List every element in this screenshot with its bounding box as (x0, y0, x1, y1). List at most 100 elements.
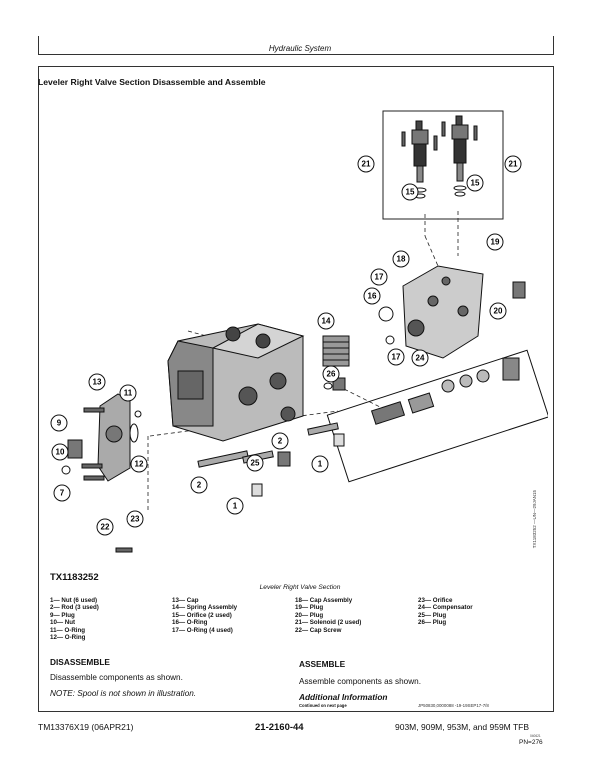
callout-25: 25 (246, 454, 264, 472)
legend-item: 23— Orifice (418, 597, 453, 604)
callout-7: 7 (53, 484, 71, 502)
frame-header-rule (38, 54, 554, 55)
callout-21-right: 21 (504, 155, 522, 173)
callout-15-right: 15 (466, 174, 484, 192)
svg-text:9: 9 (57, 419, 62, 428)
legend-column-2: 13— Cap 14— Spring Assembly 15— Orifice … (172, 597, 237, 634)
callout-20: 20 (489, 302, 507, 320)
svg-text:14: 14 (322, 317, 331, 326)
callout-21-left: 21 (357, 155, 375, 173)
svg-text:22: 22 (101, 523, 110, 532)
legend-item: 1— Nut (6 used) (50, 597, 98, 604)
frame-left-line (38, 66, 39, 712)
frame-bottom-rule (38, 711, 554, 712)
svg-text:20: 20 (494, 307, 503, 316)
frame-right-line (553, 66, 554, 712)
callout-14: 14 (317, 312, 335, 330)
svg-text:18: 18 (397, 255, 406, 264)
frame-right-line (553, 36, 554, 55)
callout-2-right: 2 (271, 432, 289, 450)
callout-13: 13 (88, 373, 106, 391)
svg-text:15: 15 (406, 188, 415, 197)
callout-23: 23 (126, 510, 144, 528)
manual-id: TM13376X19 (06APR21) (38, 722, 134, 732)
callout-12: 12 (130, 455, 148, 473)
legend-item: 22— Cap Screw (295, 626, 342, 634)
svg-text:21: 21 (509, 160, 518, 169)
callout-11: 11 (119, 384, 137, 402)
legend-item: 24— Compensator (418, 604, 473, 612)
exploded-view-illustration: 21 21 15 15 19 18 17 16 20 14 24 17 13 1… (50, 110, 548, 553)
callout-2-bottom: 2 (190, 476, 208, 494)
model-line: 903M, 909M, 953M, and 959M TFB (395, 722, 530, 732)
spring-assembly (322, 335, 350, 367)
legend-item: 10— Nut (50, 619, 76, 627)
end-cap (97, 393, 131, 482)
disassemble-text: Disassemble components as shown. (50, 673, 183, 682)
legend-column-1: 1— Nut (6 used) 2— Rod (3 used) 9— Plug … (50, 597, 99, 641)
legend-item: 12— O-Ring (50, 634, 86, 642)
cap-assembly (402, 265, 484, 359)
callout-1-right: 1 (311, 455, 329, 473)
legend-item: 19— Plug (295, 604, 324, 612)
date-code: 040621 (530, 734, 541, 738)
nuts (251, 433, 345, 497)
solenoid-right (451, 115, 469, 197)
callout-18: 18 (392, 250, 410, 268)
legend-column-3: 18— Cap Assembly 19— Plug 20— Plug 21— S… (295, 597, 361, 634)
svg-text:25: 25 (251, 459, 260, 468)
o-rings (61, 306, 395, 475)
assemble-heading: ASSEMBLE (299, 659, 346, 669)
svg-text:11: 11 (124, 389, 133, 398)
legend-item: 20— Plug (295, 611, 324, 619)
solenoid-screws (401, 121, 478, 151)
additional-information-heading: Additional Information (299, 692, 388, 702)
frame-top-rule (38, 66, 554, 67)
solenoid-box (382, 110, 504, 220)
legend-item: 21— Solenoid (2 used) (295, 619, 362, 627)
reference-code: JP50830,0000088 -19-19SEP17-7/8 (418, 703, 489, 708)
running-header: Hydraulic System (268, 44, 332, 53)
svg-text:17: 17 (392, 353, 401, 362)
compensator (326, 349, 548, 483)
svg-text:16: 16 (368, 292, 377, 301)
callout-19: 19 (486, 233, 504, 251)
svg-text:19: 19 (491, 238, 500, 247)
svg-text:2: 2 (278, 437, 283, 446)
figure-caption: Leveler Right Valve Section (259, 584, 341, 591)
plugs (67, 281, 526, 467)
disassemble-note: NOTE: Spool is not shown in illustration… (50, 689, 197, 698)
svg-text:12: 12 (135, 460, 144, 469)
legend-column-4: 23— Orifice 24— Compensator 25— Plug 26—… (418, 597, 473, 627)
legend-item: 26— Plug (418, 619, 447, 627)
svg-text:26: 26 (327, 370, 336, 379)
assemble-text: Assemble components as shown. (299, 677, 421, 686)
callout-22: 22 (96, 518, 114, 536)
callout-17-bottom: 17 (387, 348, 405, 366)
callout-9: 9 (50, 414, 68, 432)
callout-17-top: 17 (370, 268, 388, 286)
disassemble-heading: DISASSEMBLE (50, 657, 110, 667)
callout-15-left: 15 (401, 183, 419, 201)
legend-item: 15— Orifice (2 used) (172, 611, 232, 619)
frame-left-line (38, 36, 39, 55)
svg-text:15: 15 (471, 179, 480, 188)
svg-text:10: 10 (56, 448, 65, 457)
figure-side-code: TX1183252 —UN—29JAN15 (532, 490, 537, 549)
legend-item: 9— Plug (50, 611, 75, 619)
svg-text:1: 1 (318, 460, 323, 469)
legend-item: 2— Rod (3 used) (50, 604, 99, 612)
callout-16: 16 (363, 287, 381, 305)
callout-26: 26 (322, 365, 340, 383)
callout-10: 10 (51, 443, 69, 461)
section-title: Leveler Right Valve Section Disassemble … (38, 77, 266, 87)
solenoid-left (411, 120, 429, 199)
callout-24: 24 (411, 349, 429, 367)
page-number: 21-2160-44 (255, 722, 304, 733)
svg-text:2: 2 (197, 481, 202, 490)
svg-text:24: 24 (416, 354, 425, 363)
valve-body (167, 323, 305, 442)
pn-label: PN=276 (519, 739, 543, 746)
figure-code: TX1183252 (50, 572, 99, 583)
legend-item: 13— Cap (172, 597, 199, 604)
